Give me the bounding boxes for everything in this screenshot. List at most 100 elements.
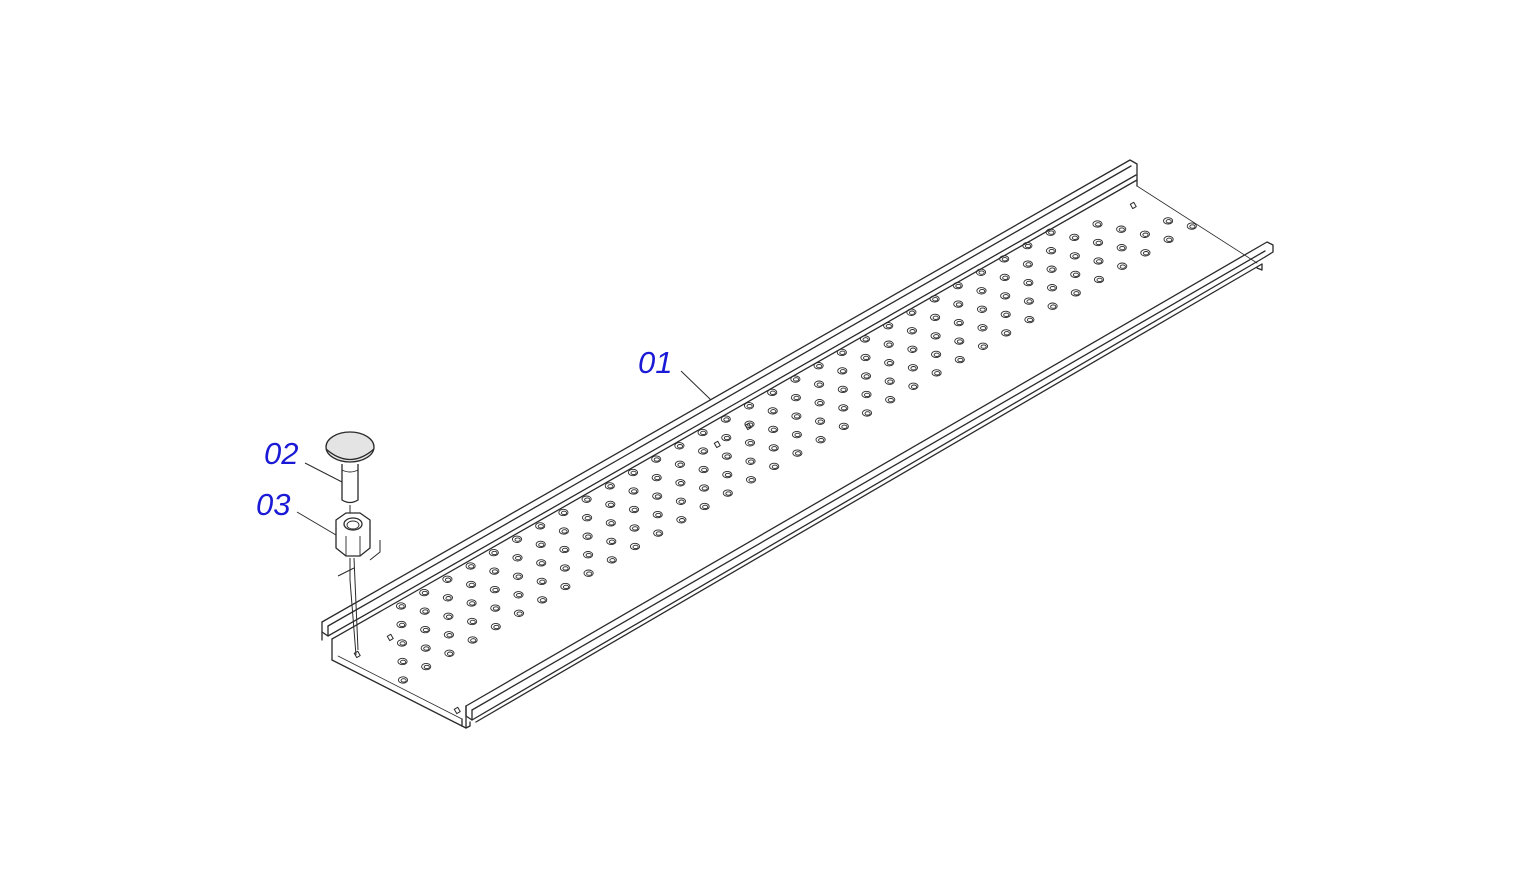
perforation-hole-inner bbox=[677, 481, 685, 486]
perforation-hole-inner bbox=[817, 419, 824, 424]
perforation-hole-inner bbox=[747, 440, 754, 446]
perforation-hole bbox=[952, 281, 963, 290]
perforation-hole-inner bbox=[700, 430, 707, 436]
perforation-hole-inner bbox=[537, 524, 544, 529]
perforation-hole bbox=[558, 527, 569, 535]
perforation-hole-inner bbox=[794, 451, 802, 456]
perforation-hole-inner bbox=[655, 531, 662, 536]
perforation-hole-inner bbox=[492, 587, 499, 593]
perforation-hole-inner bbox=[956, 320, 963, 326]
perforation-hole-inner bbox=[539, 598, 546, 603]
perforation-hole-inner bbox=[676, 444, 684, 449]
perforation-hole-inner bbox=[1003, 312, 1010, 317]
perforation-hole-inner bbox=[1025, 280, 1033, 286]
perforation-hole-inner bbox=[654, 494, 661, 499]
tray-base bbox=[331, 655, 467, 729]
perforation-hole bbox=[1047, 284, 1058, 292]
perforation-hole bbox=[699, 502, 710, 511]
perforation-hole-inner bbox=[422, 609, 429, 614]
perforation-hole bbox=[604, 482, 615, 490]
perforation-hole-inner bbox=[839, 350, 846, 355]
perforation-hole bbox=[931, 369, 942, 377]
perforation-hole bbox=[396, 639, 408, 647]
perforation-hole-inner bbox=[516, 611, 523, 616]
perforation-hole bbox=[560, 582, 571, 591]
perforation-hole bbox=[860, 372, 872, 380]
perforation-hole bbox=[1046, 247, 1057, 255]
perforation-hole bbox=[743, 402, 755, 410]
perforation-hole bbox=[466, 580, 477, 589]
perforation-hole-inner bbox=[421, 590, 428, 596]
perforation-hole-inner bbox=[886, 342, 893, 347]
perforation-hole bbox=[651, 473, 662, 482]
perforation-hole bbox=[1000, 292, 1011, 300]
perforation-hole bbox=[582, 514, 593, 522]
perforation-hole bbox=[419, 588, 430, 597]
perforation-hole bbox=[953, 300, 964, 308]
perforation-hole-inner bbox=[446, 633, 453, 638]
perforation-hole-inner bbox=[653, 457, 660, 462]
perforation-hole-inner bbox=[631, 489, 638, 494]
perforation-hole bbox=[1163, 217, 1174, 225]
perforation-hole bbox=[815, 436, 826, 444]
perforation-hole bbox=[1001, 329, 1012, 337]
perforation-hole-inner bbox=[1189, 224, 1196, 229]
perforation-hole bbox=[581, 495, 592, 503]
perforation-hole bbox=[814, 380, 825, 388]
perforation-hole-inner bbox=[864, 411, 871, 416]
perforation-hole bbox=[883, 340, 894, 348]
perforation-hole-inner bbox=[609, 558, 616, 563]
perforation-hole-inner bbox=[771, 464, 778, 469]
perforation-hole-inner bbox=[793, 395, 800, 401]
perforation-hole bbox=[860, 353, 871, 362]
perforation-hole-inner bbox=[655, 512, 662, 518]
perforation-hole-inner bbox=[585, 534, 592, 539]
perforation-hole bbox=[977, 324, 988, 332]
perforation-hole bbox=[814, 399, 825, 407]
perforation-hole bbox=[605, 519, 616, 527]
perforation-hole-inner bbox=[1001, 257, 1008, 262]
perforation-hole bbox=[884, 359, 895, 367]
perforation-hole-inner bbox=[817, 400, 824, 406]
tray-far-wall bbox=[321, 159, 1258, 661]
perforation-hole bbox=[792, 449, 803, 457]
perforation-hole bbox=[976, 287, 987, 295]
perforation-hole-inner bbox=[1002, 275, 1009, 280]
perforation-hole-inner bbox=[863, 374, 870, 379]
perforation-hole-inner bbox=[723, 417, 730, 422]
leader-02 bbox=[304, 462, 343, 483]
perforation-hole bbox=[884, 377, 895, 385]
perforation-hole bbox=[1045, 228, 1056, 236]
leader-01 bbox=[680, 370, 712, 401]
tray-near-wall bbox=[465, 241, 1274, 729]
perforation-hole-inner bbox=[539, 579, 546, 584]
perforation-hole-inner bbox=[445, 614, 453, 619]
perforation-hole-inner bbox=[955, 302, 962, 307]
perforation-hole bbox=[1117, 262, 1128, 270]
perforation-hole-inner bbox=[561, 529, 568, 534]
perforation-hole-inner bbox=[607, 484, 614, 489]
perforation-hole bbox=[954, 337, 965, 345]
perforation-hole bbox=[443, 612, 454, 620]
perforation-hole bbox=[859, 335, 871, 343]
perforation-hole bbox=[721, 452, 732, 460]
perforation-hole bbox=[744, 439, 756, 447]
perforation-hole-inner bbox=[514, 537, 521, 542]
perforation-hole bbox=[1070, 270, 1081, 279]
perforation-hole bbox=[999, 255, 1010, 263]
perforation-hole bbox=[1022, 260, 1033, 268]
perforation-hole bbox=[838, 404, 849, 412]
perforation-hole bbox=[837, 385, 848, 394]
perforation-hole-inner bbox=[932, 297, 939, 302]
perforation-hole-inner bbox=[1119, 264, 1126, 269]
perforation-hole bbox=[652, 492, 663, 500]
perforation-hole bbox=[1022, 241, 1033, 250]
perforation-hole bbox=[838, 422, 849, 431]
perforation-hole bbox=[465, 562, 476, 570]
perforation-hole-inner bbox=[910, 366, 917, 371]
perforation-hole-inner bbox=[932, 315, 939, 320]
perforation-hole-inner bbox=[980, 325, 987, 331]
perforation-hole-inner bbox=[723, 435, 730, 441]
bolt-head-underside bbox=[325, 448, 375, 461]
